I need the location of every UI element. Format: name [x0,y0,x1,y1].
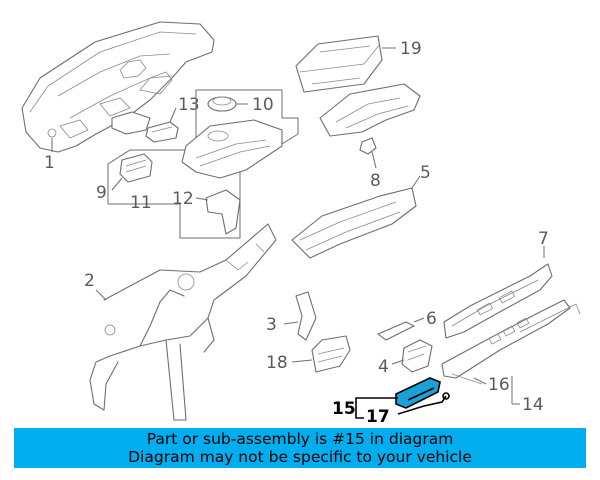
connector-plug-icon [442,392,450,400]
callout-11: 11 [130,193,152,213]
control-panel-part [181,119,283,179]
glovebox-panel-part-5 [291,187,417,259]
callout-13: 13 [178,95,200,115]
callout-1: 1 [44,153,55,173]
highlighted-part-15 [395,377,441,409]
cross-car-beam-part-2 [89,223,277,421]
callout-17: 17 [366,407,390,427]
banner-line-2: Diagram may not be specific to your vehi… [128,448,472,466]
callout-19: 19 [400,39,422,59]
lower-trim-panel-part-7 [443,263,553,339]
callout-6: 6 [426,309,437,329]
callout-15-leader [355,397,398,419]
callout-4: 4 [378,357,389,377]
mounting-plate-part-8 [319,83,421,155]
callout-15: 15 [332,399,356,419]
callout-16: 16 [488,375,510,395]
assembly-group-box [107,89,299,239]
knob-part-10 [207,96,237,112]
callout-3: 3 [266,315,277,335]
callout-9: 9 [96,183,107,203]
switch-part-4 [401,339,433,373]
callout-18: 18 [266,353,288,373]
callout-10: 10 [252,95,274,115]
bracket-part-12 [205,189,241,235]
switch-module-part-18 [311,335,351,373]
info-banner: Part or sub-assembly is #15 in diagram D… [14,428,586,468]
banner-line-1: Part or sub-assembly is #15 in diagram [146,430,454,448]
callout-2: 2 [84,271,95,291]
trim-strip-part-6 [377,321,415,341]
callout-7: 7 [538,229,549,249]
bracket-part-13 [145,121,179,143]
airbag-module-part-19 [295,35,383,93]
callout-12: 12 [172,189,194,209]
dashboard-panel-part [21,21,215,153]
callout-14: 14 [522,395,544,415]
long-trim-panel-part-14 [441,299,581,379]
callout-5: 5 [420,163,431,183]
bracket-part-3 [295,291,317,341]
knob-part-11 [119,153,153,183]
callout-8: 8 [370,171,381,191]
wire-part-16 [451,373,483,385]
